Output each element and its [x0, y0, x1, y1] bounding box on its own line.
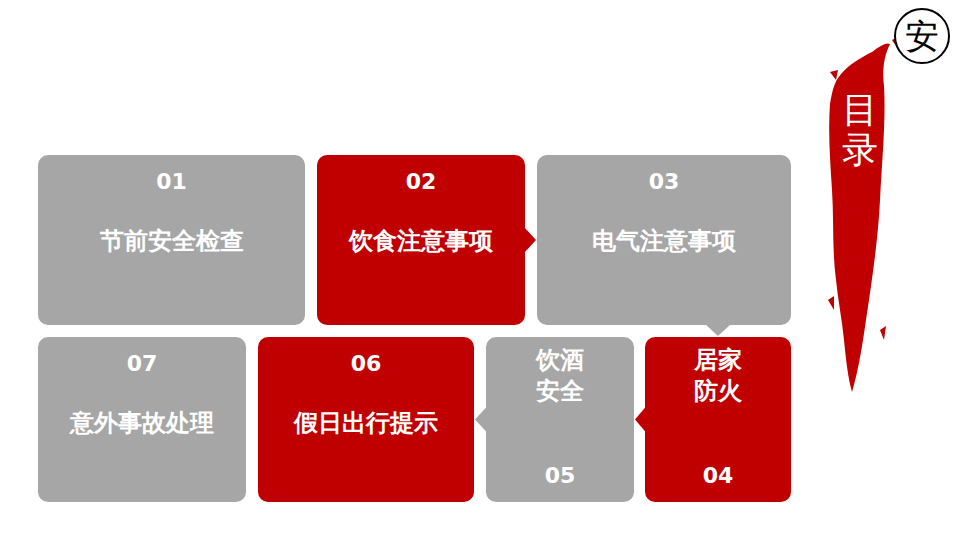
- section-number: 05: [545, 463, 576, 488]
- toc-box: 01 节前安全检查: [38, 155, 305, 325]
- section-number: 01: [156, 169, 187, 194]
- section-number: 07: [127, 351, 158, 376]
- toc-title: 目录: [842, 90, 878, 169]
- section-title: 意外事故处理: [70, 408, 214, 439]
- section-number: 03: [649, 169, 680, 194]
- section-number: 06: [351, 351, 382, 376]
- pointer-arrow: [705, 324, 731, 336]
- section-title: 假日出行提示: [294, 408, 438, 439]
- section-title: 电气注意事项: [592, 226, 736, 257]
- section-title: 居家 防火: [692, 345, 745, 407]
- pointer-head: [524, 227, 536, 253]
- section-number: 02: [406, 169, 437, 194]
- section-title: 节前安全检查: [100, 226, 244, 257]
- section-title: 饮食注意事项: [349, 226, 493, 257]
- seal-character: 安: [897, 11, 947, 61]
- toc-box: 02 饮食注意事项: [317, 155, 525, 325]
- toc-box: 07 意外事故处理: [38, 337, 246, 502]
- brush-splatter: [828, 36, 900, 340]
- toc-box: 06 假日出行提示: [258, 337, 474, 502]
- section-title: 饮酒 安全: [534, 345, 587, 407]
- brush-stroke: [829, 43, 890, 392]
- pointer-arrow: [524, 227, 536, 253]
- section-number: 04: [703, 463, 734, 488]
- toc-box: 03 电气注意事项: [537, 155, 791, 325]
- pointer-head: [705, 324, 731, 336]
- toc-box: 居家 防火 04: [645, 337, 791, 502]
- toc-box: 饮酒 安全 05: [486, 337, 634, 502]
- seal-circle: [895, 9, 949, 63]
